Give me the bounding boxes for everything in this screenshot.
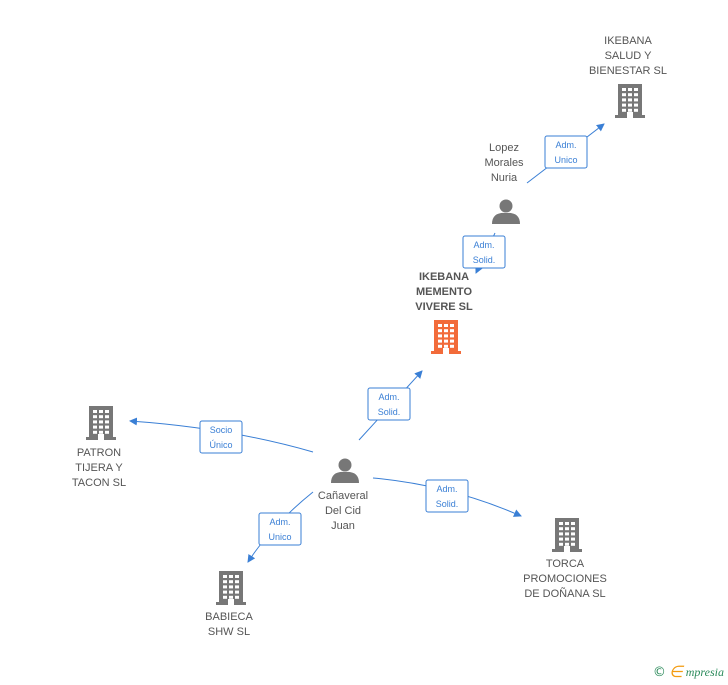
node-label: Nuria xyxy=(491,172,518,184)
role-badge[interactable]: Adm. Solid. xyxy=(367,387,411,421)
building-icon xyxy=(552,518,582,552)
node-babieca[interactable]: BABIECA SHW SL xyxy=(205,571,254,638)
node-label: Del Cid xyxy=(325,505,361,517)
building-icon xyxy=(86,406,116,440)
role-badge[interactable]: Adm. Solid. xyxy=(462,235,506,269)
node-patron[interactable]: PATRON TIJERA Y TACON SL xyxy=(72,406,126,489)
node-label: SHW SL xyxy=(208,626,250,638)
person-icon xyxy=(331,458,359,483)
brand-name: mpresia xyxy=(685,664,724,679)
edge-canaveral-to-ikebana_memento: Adm. Solid. xyxy=(358,370,423,441)
copyright-icon: © xyxy=(652,664,666,680)
role-badge[interactable]: Adm. Solid. xyxy=(425,479,469,513)
edge-canaveral-to-torca: Adm. Solid. xyxy=(372,477,522,517)
role-badge-text: Adm. xyxy=(378,392,399,402)
node-label: Juan xyxy=(331,520,355,532)
node-label: Morales xyxy=(484,157,524,169)
role-badge-box xyxy=(544,135,588,169)
node-label: IKEBANA xyxy=(604,35,652,47)
role-badge-box xyxy=(258,512,302,546)
edge-lopez-to-ikebana_memento: Adm. Solid. xyxy=(462,232,506,274)
building-icon xyxy=(431,320,461,354)
role-badge-text: Unico xyxy=(554,155,577,165)
role-badge-box xyxy=(367,387,411,421)
node-label: TORCA xyxy=(546,558,585,570)
node-label: BIENESTAR SL xyxy=(589,65,667,77)
role-badge-text: Solid. xyxy=(436,499,459,509)
role-badge-text: Adm. xyxy=(269,517,290,527)
building-icon xyxy=(216,571,246,605)
role-badge-text: Unico xyxy=(268,532,291,542)
node-label: VIVERE SL xyxy=(415,301,473,313)
node-label: TACON SL xyxy=(72,477,126,489)
role-badge[interactable]: Adm. Unico xyxy=(258,512,302,546)
node-label: DE DOÑANA SL xyxy=(524,587,605,600)
edge-lopez-to-ikebana_salud: Adm. Unico xyxy=(526,123,605,184)
role-badge-text: Adm. xyxy=(555,140,576,150)
node-label: IKEBANA xyxy=(419,271,469,283)
node-ikebana_memento[interactable]: IKEBANA MEMENTO VIVERE SL xyxy=(415,271,473,354)
role-badge-text: Adm. xyxy=(473,240,494,250)
node-label: PROMOCIONES xyxy=(523,573,607,585)
node-label: Cañaveral xyxy=(318,490,368,502)
role-badge-text: Único xyxy=(209,440,232,450)
role-badge-box xyxy=(462,235,506,269)
node-label: MEMENTO xyxy=(416,286,472,298)
edge-canaveral-to-babieca: Adm. Unico xyxy=(247,491,314,563)
node-label: BABIECA xyxy=(205,611,253,623)
node-torca[interactable]: TORCA PROMOCIONES DE DOÑANA SL xyxy=(523,518,607,600)
node-label: Lopez xyxy=(489,142,519,154)
brand-footer[interactable]: © ∈mpresia xyxy=(653,663,724,681)
person-icon xyxy=(492,199,520,224)
empresia-logo-icon: ∈ xyxy=(668,664,683,681)
role-badge-box xyxy=(425,479,469,513)
building-icon xyxy=(615,84,645,118)
role-badge[interactable]: Adm. Unico xyxy=(544,135,588,169)
role-badge-text: Solid. xyxy=(378,407,401,417)
role-badge-box xyxy=(199,420,243,454)
node-label: PATRON xyxy=(77,447,121,459)
role-badge-text: Adm. xyxy=(436,484,457,494)
node-ikebana_salud[interactable]: IKEBANA SALUD Y BIENESTAR SL xyxy=(589,35,667,118)
role-badge-text: Solid. xyxy=(473,255,496,265)
role-badge-text: Socio xyxy=(210,425,233,435)
node-label: SALUD Y xyxy=(605,50,653,62)
node-label: TIJERA Y xyxy=(75,462,123,474)
